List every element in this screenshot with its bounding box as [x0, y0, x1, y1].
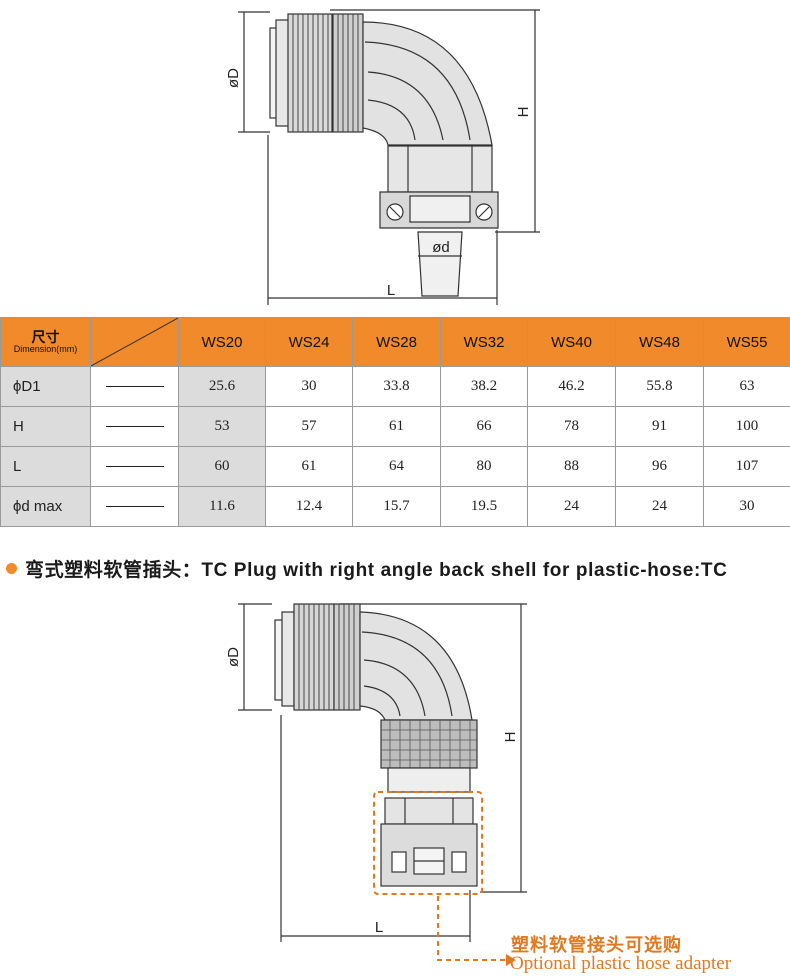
top-connector-drawing: øD H ød L	[225, 9, 540, 305]
label-H: H	[515, 107, 532, 118]
section-title: 弯式塑料软管插头：TC Plug with right angle back s…	[6, 555, 727, 582]
row-dash	[90, 486, 179, 527]
table-row: ϕd max 11.6 12.4 15.7 19.5 24 24 30	[0, 486, 790, 527]
table-row: L 60 61 64 80 88 96 107	[0, 446, 790, 487]
label-d: ød	[432, 239, 450, 256]
table-cell: 33.8	[352, 366, 441, 407]
table-cell: 57	[265, 406, 353, 447]
row-dash	[90, 366, 179, 407]
table-cell: 25.6	[178, 366, 266, 407]
table-header-row: 尺寸 Dimension(mm) WS20 WS24 WS28 WS32 WS4…	[0, 317, 790, 367]
row-label: L	[0, 446, 91, 487]
table-cell: 61	[352, 406, 441, 447]
table-cell: 61	[265, 446, 353, 487]
header-ws20: WS20	[178, 317, 266, 367]
table-cell: 63	[703, 366, 790, 407]
table-cell: 46.2	[527, 366, 616, 407]
label-L: L	[375, 919, 383, 936]
adapter-caption-cn: 塑料软管接头可选购	[511, 935, 682, 955]
header-ws32: WS32	[440, 317, 528, 367]
header-ws55: WS55	[703, 317, 790, 367]
row-dash	[90, 446, 179, 487]
table-cell: 11.6	[178, 486, 266, 527]
table-row: H 53 57 61 66 78 91 100	[0, 406, 790, 447]
table-cell: 100	[703, 406, 790, 447]
row-label: ϕd max	[0, 486, 91, 527]
table-cell: 30	[265, 366, 353, 407]
adapter-leader-line	[437, 896, 506, 961]
bullet-icon	[6, 563, 17, 575]
table-cell: 38.2	[440, 366, 528, 407]
table-row: ϕD1 25.6 30 33.8 38.2 46.2 55.8 63	[0, 366, 790, 407]
table-cell: 107	[703, 446, 790, 487]
table-cell: 30	[703, 486, 790, 527]
table-cell: 19.5	[440, 486, 528, 527]
header-dimension: 尺寸 Dimension(mm)	[0, 317, 91, 367]
table-cell: 91	[615, 406, 704, 447]
header-ws24: WS24	[265, 317, 353, 367]
arrow-icon	[506, 954, 516, 966]
table-cell: 60	[178, 446, 266, 487]
table-cell: 12.4	[265, 486, 353, 527]
header-en: Dimension(mm)	[13, 343, 78, 354]
header-cn: 尺寸	[31, 328, 60, 345]
header-ws28: WS28	[352, 317, 441, 367]
adapter-highlight-box	[373, 791, 483, 895]
row-dash	[90, 406, 179, 447]
adapter-caption-en: Optional plastic hose adapter	[510, 953, 732, 974]
label-L: L	[387, 282, 395, 299]
bottom-connector-drawing: øD H L	[225, 603, 527, 966]
table-cell: 80	[440, 446, 528, 487]
table-cell: 55.8	[615, 366, 704, 407]
header-diagonal	[90, 317, 179, 367]
label-D: øD	[225, 647, 242, 667]
row-label: H	[0, 406, 91, 447]
table-cell: 24	[527, 486, 616, 527]
label-D: øD	[225, 68, 242, 88]
table-cell: 88	[527, 446, 616, 487]
header-ws48: WS48	[615, 317, 704, 367]
table-cell: 66	[440, 406, 528, 447]
table-cell: 64	[352, 446, 441, 487]
label-H: H	[502, 732, 519, 743]
table-cell: 78	[527, 406, 616, 447]
dimension-table: 尺寸 Dimension(mm) WS20 WS24 WS28 WS32 WS4…	[0, 317, 790, 527]
table-cell: 24	[615, 486, 704, 527]
row-label: ϕD1	[0, 366, 91, 407]
table-cell: 53	[178, 406, 266, 447]
table-cell: 15.7	[352, 486, 441, 527]
header-ws40: WS40	[527, 317, 616, 367]
table-cell: 96	[615, 446, 704, 487]
section-title-text: 弯式塑料软管插头：TC Plug with right angle back s…	[25, 560, 728, 581]
